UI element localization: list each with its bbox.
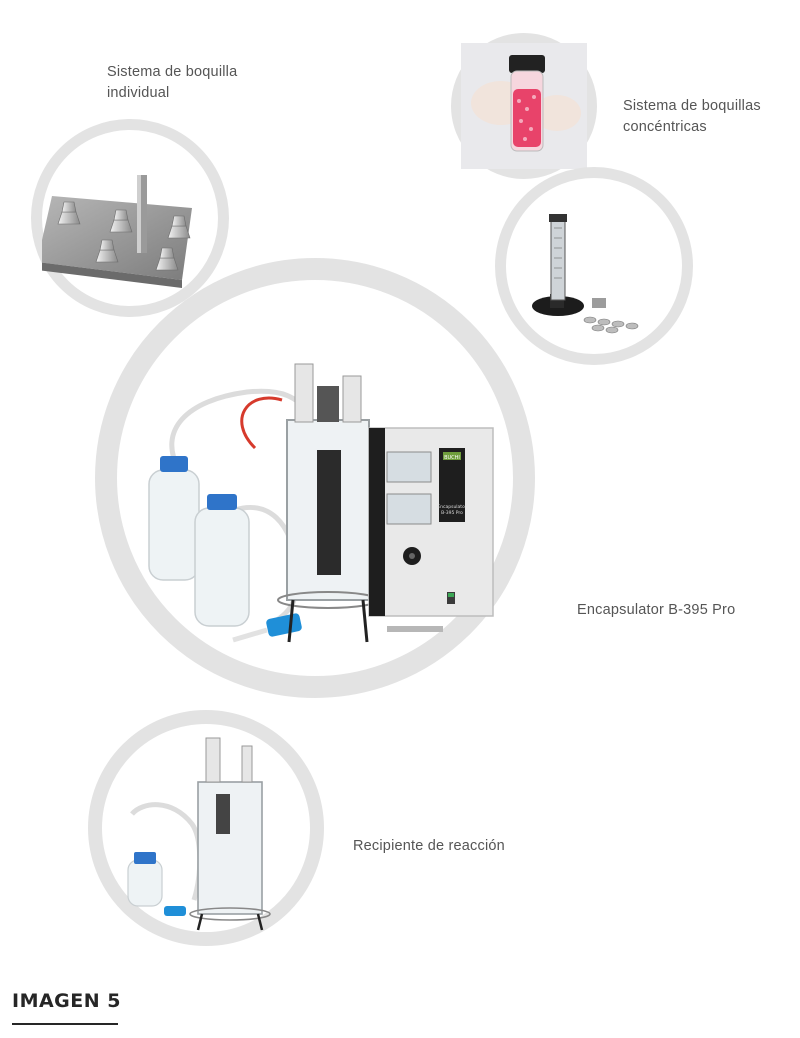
device-model-line-2: B-395 Pro (441, 510, 463, 516)
single-nozzle-label: Sistema de boquilla individual (107, 62, 237, 104)
reaction-vessel-label: Recipiente de reacción (353, 838, 505, 854)
device-brand-logo: BUCHI (444, 455, 460, 461)
bead-vial-illustration (461, 43, 587, 169)
figure-caption: IMAGEN 5 (12, 990, 121, 1012)
concentric-nozzle-ring (451, 33, 597, 179)
encapsulator-illustration: BUCHI Encapsulator B-395 Pro (148, 363, 494, 643)
flowmeter-ring (495, 167, 693, 365)
reaction-vessel-illustration (127, 737, 271, 931)
caption-underline (12, 1023, 118, 1025)
reaction-vessel-ring (88, 710, 324, 946)
concentric-nozzle-label-line-2: concéntricas (623, 119, 707, 135)
encapsulator-ring: BUCHI Encapsulator B-395 Pro (95, 258, 535, 698)
device-model-line-1: Encapsulator (437, 504, 467, 510)
concentric-nozzle-label: Sistema de boquillas concéntricas (623, 96, 761, 138)
encapsulator-label: Encapsulator B-395 Pro (577, 602, 736, 618)
concentric-nozzle-label-line-1: Sistema de boquillas (623, 98, 761, 114)
single-nozzle-label-line-2: individual (107, 85, 170, 101)
single-nozzle-ring (31, 119, 229, 317)
single-nozzle-plate-illustration (42, 175, 192, 288)
flowmeter-illustration (532, 214, 639, 334)
single-nozzle-label-line-1: Sistema de boquilla (107, 64, 238, 80)
